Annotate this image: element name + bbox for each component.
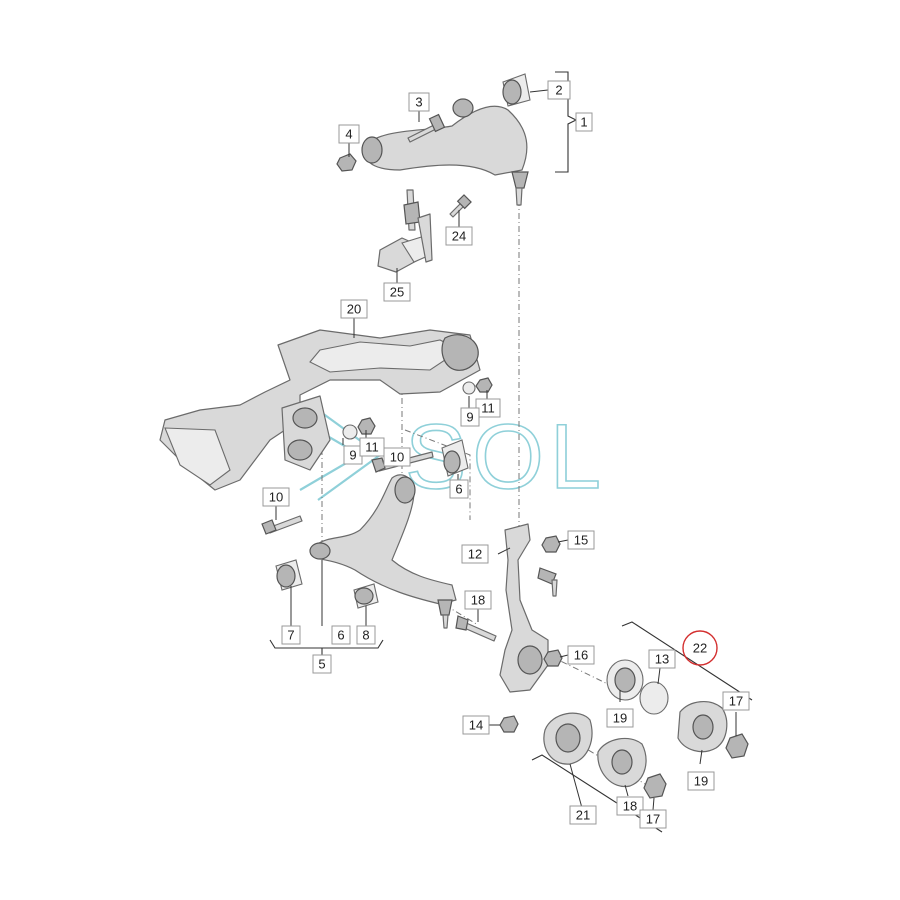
upper-arm-bolt <box>407 113 446 143</box>
upper-arm-nut <box>336 153 357 172</box>
callout-10-left: 10 <box>262 487 290 507</box>
knuckle-nuts <box>499 535 563 733</box>
watermark-text: SOL <box>405 406 607 508</box>
callout-18-lower: 18 <box>616 796 644 816</box>
watermark: SOL <box>299 405 607 509</box>
callout-19-upper: 19 <box>606 708 634 728</box>
callout-3-label: 3 <box>415 95 422 110</box>
callout-17-right-label: 17 <box>729 694 743 709</box>
callout-10-left-label: 10 <box>269 490 283 505</box>
callout-6-upper-label: 6 <box>455 482 462 497</box>
circlip <box>639 681 669 715</box>
callout-12-label: 12 <box>468 547 482 562</box>
knuckle-bolt <box>455 615 497 642</box>
subframe-hardware <box>342 377 493 440</box>
callout-6-upper: 6 <box>449 479 469 499</box>
callout-17-right: 17 <box>722 691 750 711</box>
wheel-bearing <box>606 659 644 701</box>
callout-18-lower-label: 18 <box>623 799 637 814</box>
callout-1: 1 <box>575 112 593 132</box>
callout-24-label: 24 <box>452 229 466 244</box>
upper-arm-bush <box>502 73 531 107</box>
callout-22-highlight <box>682 630 718 666</box>
callout-3: 3 <box>408 92 430 112</box>
callout-4: 4 <box>338 124 360 144</box>
wheel-hub <box>677 701 728 753</box>
callout-9-left: 9 <box>343 445 363 465</box>
callout-18-upper-label: 18 <box>471 593 485 608</box>
callout-17-lower-label: 17 <box>646 812 660 827</box>
callout-22: 22 <box>682 630 718 666</box>
callout-20-label: 20 <box>347 302 361 317</box>
callout-19-lower-label: 19 <box>694 774 708 789</box>
callout-11-right: 11 <box>475 398 501 418</box>
callout-21-label: 21 <box>576 808 590 823</box>
callout-19-lower: 19 <box>687 771 715 791</box>
bearing-housing <box>543 712 593 765</box>
callout-25-label: 25 <box>390 285 404 300</box>
leader-lines <box>275 89 737 811</box>
sensor-bolt <box>449 194 472 218</box>
callout-13-label: 13 <box>655 652 669 667</box>
hub-nut-lower <box>643 773 667 799</box>
callout-7: 7 <box>281 625 301 645</box>
callout-19-upper-label: 19 <box>613 711 627 726</box>
callout-6-lower-label: 6 <box>337 628 344 643</box>
callout-16-label: 16 <box>574 648 588 663</box>
callout-10-center: 10 <box>383 447 411 467</box>
lower-control-arm <box>309 474 457 629</box>
steering-knuckle <box>499 523 558 693</box>
callout-8-label: 8 <box>362 628 369 643</box>
lower-arm-bush-rear <box>353 583 379 609</box>
callout-10-center-label: 10 <box>390 450 404 465</box>
callout-2-label: 2 <box>555 83 562 98</box>
level-sensor <box>377 189 433 273</box>
callout-22-label: 22 <box>693 641 707 656</box>
callout-11-left-label: 11 <box>365 440 379 455</box>
callout-15-label: 15 <box>574 533 588 548</box>
callout-11-right-label: 11 <box>481 401 495 416</box>
callout-4-label: 4 <box>345 127 352 142</box>
wheel-hub-lower <box>597 737 647 788</box>
callout-1-label: 1 <box>580 115 587 130</box>
hub-nut <box>725 733 749 759</box>
upper-control-arm <box>361 98 529 206</box>
lower-arm-bush-upper <box>441 439 469 477</box>
callout-6-lower: 6 <box>331 625 351 645</box>
callout-16: 16 <box>567 645 595 665</box>
callout-18-upper: 18 <box>464 590 492 610</box>
callout-20: 20 <box>340 299 368 319</box>
callout-5-label: 5 <box>318 657 325 672</box>
lower-arm-bush-front <box>275 559 303 591</box>
callout-17-lower: 17 <box>639 809 667 829</box>
lower-arm-bolt <box>261 515 303 535</box>
callout-9-right: 9 <box>460 407 480 427</box>
callout-5: 5 <box>312 654 332 674</box>
callout-11-left: 11 <box>359 437 385 457</box>
callout-12: 12 <box>461 544 489 564</box>
callout-13: 13 <box>648 649 676 669</box>
callout-25: 25 <box>383 282 411 302</box>
callout-21: 21 <box>569 805 597 825</box>
callout-9-left-label: 9 <box>349 448 356 463</box>
callout-14: 14 <box>462 715 490 735</box>
callout-9-right-label: 9 <box>466 410 473 425</box>
callout-2: 2 <box>547 80 571 100</box>
callout-8: 8 <box>356 625 376 645</box>
callout-15: 15 <box>567 530 595 550</box>
subframe <box>159 329 481 491</box>
callout-7-label: 7 <box>287 628 294 643</box>
callout-24: 24 <box>445 226 473 246</box>
callout-14-label: 14 <box>469 718 483 733</box>
